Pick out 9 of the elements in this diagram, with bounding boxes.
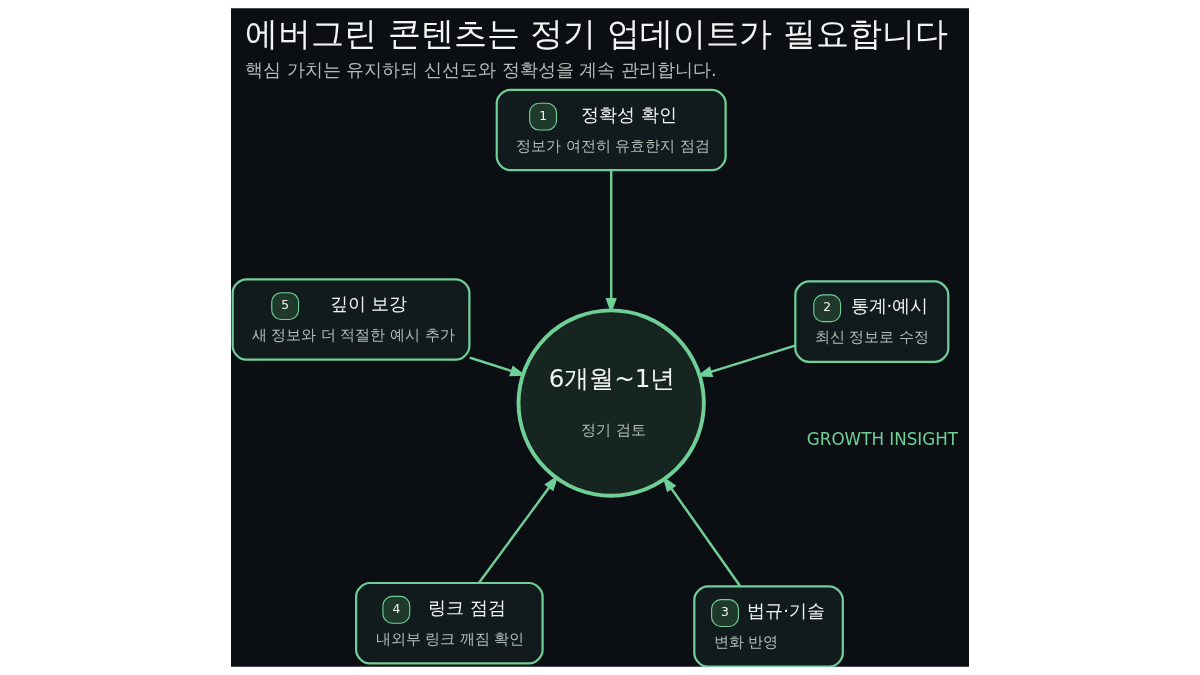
- diagram-title: 에버그린 콘텐츠는 정기 업데이트가 필요합니다: [244, 13, 948, 53]
- node-box: 1 정확성 확인 정보가 여전히 유효한지 점검: [495, 88, 727, 172]
- node-box: 3 법규·기술 변화 반영: [693, 585, 844, 667]
- caption: 핵심 가치는 유지하되 신선도와 정확성을 계속 관리합니다.: [244, 58, 717, 80]
- node-box: 4 링크 점검 내외부 링크 깨짐 확인: [355, 581, 544, 665]
- label: GROWTH INSIGHT: [806, 429, 959, 450]
- node-box: 2 통계·예시 최신 정보로 수정: [794, 280, 950, 363]
- node-circle: 6개월~1년 정기 검토: [516, 308, 706, 498]
- node-box: 5 깊이 보강 새 정보와 더 적절한 예시 추가: [231, 278, 471, 361]
